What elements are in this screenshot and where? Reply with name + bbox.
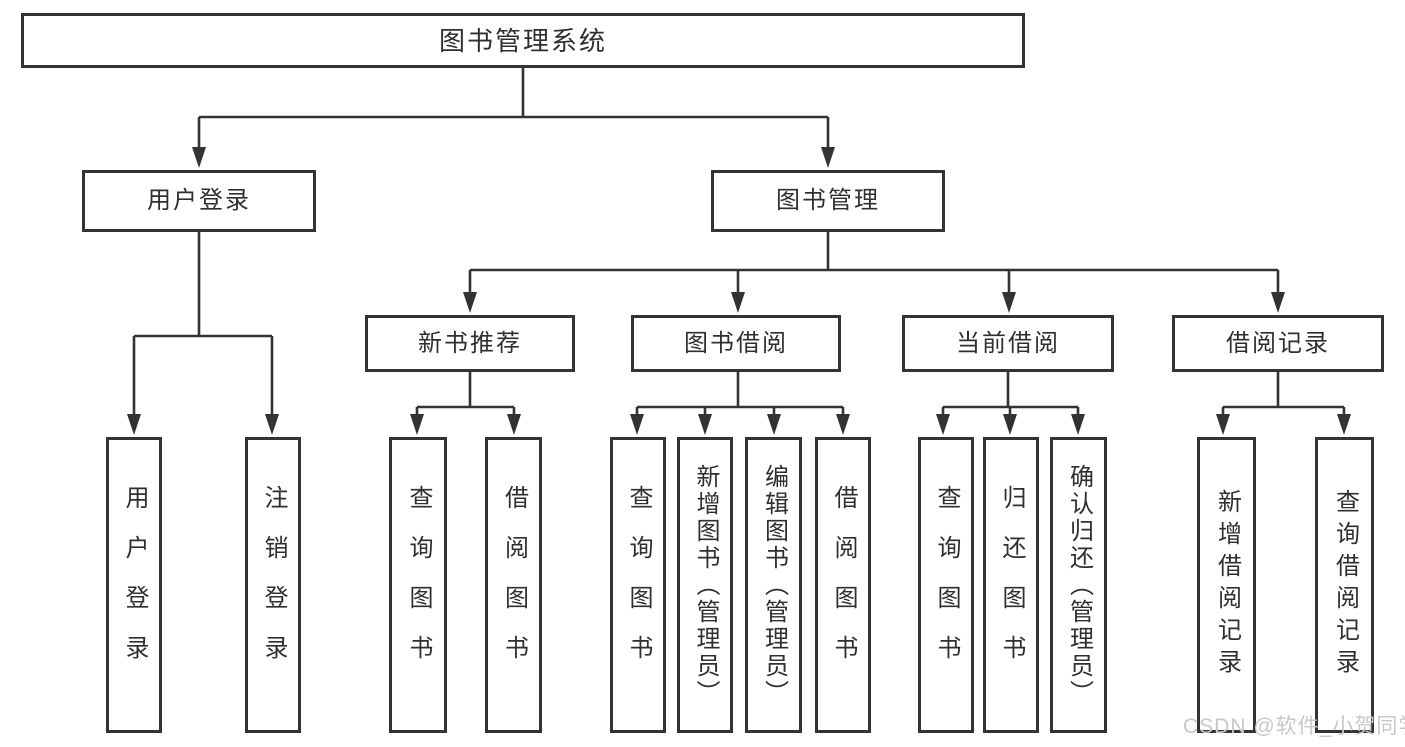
connector-book-borrowing	[635, 372, 845, 416]
connector-borrowing-records	[1221, 372, 1346, 416]
leaf-newbook-query-books: 查询图书	[389, 437, 447, 733]
node-borrowing-records: 借阅记录	[1172, 315, 1384, 372]
node-user-login: 用户登录	[82, 170, 316, 232]
csdn-watermark: CSDN @软件_小贺同学	[1183, 715, 1405, 738]
leaf-records-query-record: 查询借阅记录	[1315, 437, 1374, 733]
connector-new-book-recommend	[415, 372, 516, 416]
leaf-current-return-books: 归还图书	[983, 437, 1039, 733]
node-book-borrowing: 图书借阅	[631, 315, 841, 372]
leaf-borrowing-edit-books-admin: 编辑图书（管理员）	[745, 437, 802, 733]
arrowheads	[127, 147, 1351, 435]
connector-current-borrowing	[941, 372, 1080, 416]
leaf-newbook-borrow-books: 借阅图书	[485, 437, 542, 733]
leaf-borrowing-borrow-books: 借阅图书	[815, 437, 871, 733]
leaf-current-query-books: 查询图书	[918, 437, 974, 733]
node-current-borrowing: 当前借阅	[902, 315, 1114, 372]
node-book-management: 图书管理	[711, 170, 945, 232]
node-new-book-recommend: 新书推荐	[365, 315, 575, 372]
leaf-borrowing-query-books: 查询图书	[610, 437, 666, 733]
node-book-management-system: 图书管理系统	[21, 13, 1025, 68]
leaf-borrowing-add-books-admin: 新增图书（管理员）	[677, 437, 733, 733]
connector-user-login	[132, 232, 274, 416]
leaf-user-login: 用户登录	[106, 437, 162, 733]
leaf-logout: 注销登录	[245, 437, 301, 733]
connector-book-management	[468, 232, 1280, 294]
connector-root	[197, 68, 830, 149]
leaf-records-add-record: 新增借阅记录	[1197, 437, 1256, 733]
leaf-current-confirm-return-admin: 确认归还（管理员）	[1050, 437, 1107, 733]
